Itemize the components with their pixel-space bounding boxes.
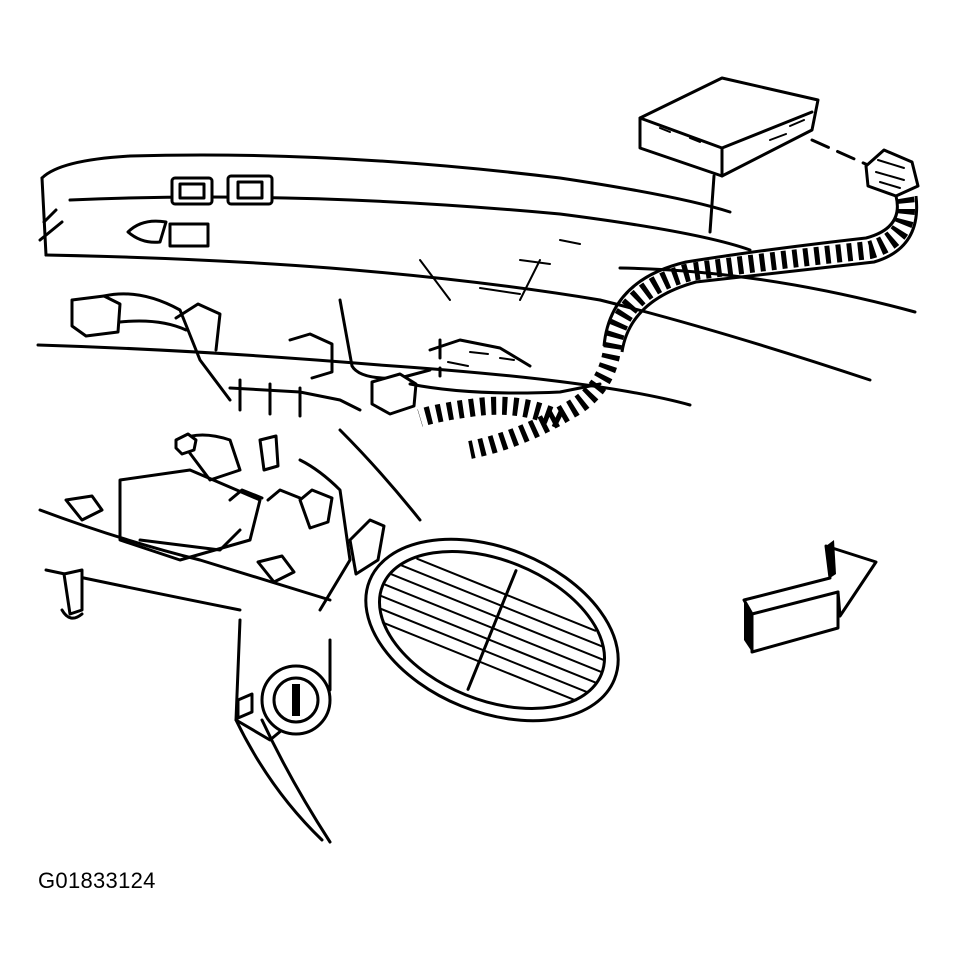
steering-column (38, 428, 422, 620)
center-bracket (228, 298, 602, 418)
ignition-cylinder (234, 618, 332, 844)
wiring-harness (417, 195, 919, 459)
air-vent (364, 537, 620, 723)
switch-cluster (38, 174, 274, 248)
harness-connector (864, 148, 920, 198)
left-bracket (70, 292, 232, 402)
module-alignment-line (810, 138, 872, 168)
panel-detail-lines (419, 239, 581, 301)
forward-arrow-icon (742, 540, 878, 654)
figure-id-label: G01833124 (38, 868, 156, 893)
instrument-panel-top (36, 153, 917, 407)
control-module (638, 76, 820, 234)
